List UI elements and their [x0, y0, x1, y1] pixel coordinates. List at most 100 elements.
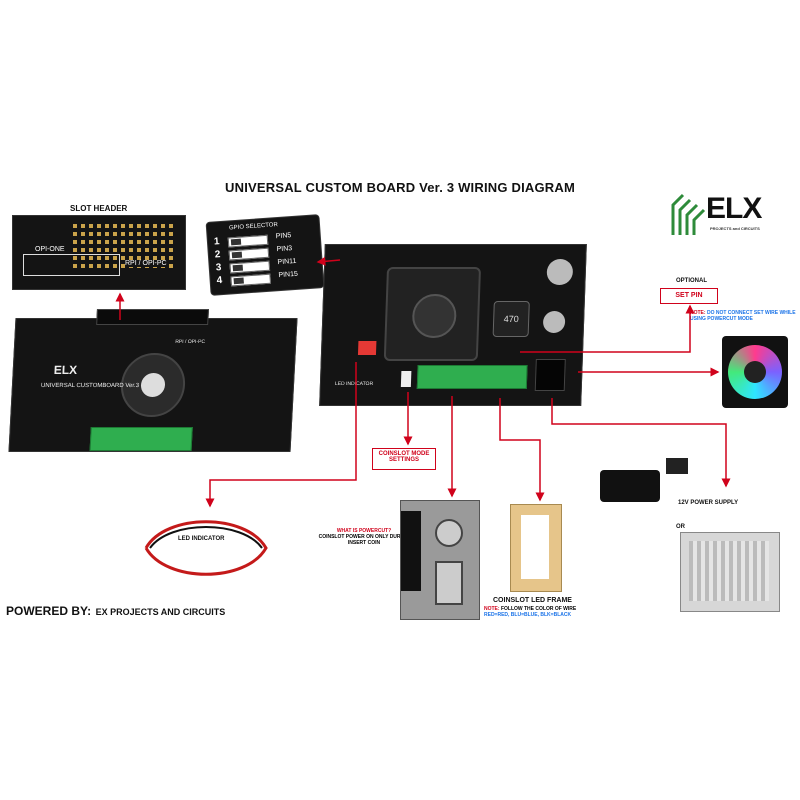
mode-switch [400, 371, 412, 387]
header-pin [145, 248, 149, 252]
left-board-rpi-label: RPI / OPI-PC [175, 339, 206, 345]
logo-text: ELX [706, 192, 762, 225]
header-pin [145, 232, 149, 236]
dip-pin-label: PIN3 [276, 245, 293, 254]
left-board-header [96, 309, 209, 325]
led-frame-note-prefix: NOTE: [484, 606, 500, 612]
led-frame-label: COINSLOT LED FRAME [493, 597, 572, 604]
header-pin [129, 248, 133, 252]
led-frame-colors: RED=RED, BLU=BLUE, BLK=BLACK [484, 612, 572, 618]
header-pin [105, 232, 109, 236]
header-pin [81, 224, 85, 228]
circuit-logo-icon [671, 193, 706, 235]
header-pin [89, 240, 93, 244]
header-pin [137, 232, 141, 236]
left-board-brand: ELX [53, 363, 78, 377]
header-pin [105, 264, 109, 268]
or-label: OR [676, 524, 685, 530]
header-pin [105, 224, 109, 228]
header-pin [169, 256, 173, 260]
main-terminal-block [416, 365, 528, 389]
powered-by-prefix: POWERED BY: [6, 604, 92, 618]
header-pin [73, 240, 77, 244]
header-pin [129, 240, 133, 244]
main-board-led-label: LED INDICATOR [334, 381, 374, 387]
header-pin [145, 224, 149, 228]
powercut-answer: COINSLOT POWER ON ONLY DURING INSERT COI… [318, 534, 410, 546]
header-pin [97, 264, 101, 268]
header-pin [121, 248, 125, 252]
dip-switch[interactable] [229, 260, 271, 274]
dip-switch[interactable] [228, 247, 270, 261]
slot-header-board: OPI-ONE RPI / OPI-PC [12, 215, 186, 290]
header-pin [169, 248, 173, 252]
power-supply-label: 12V POWER SUPPLY [678, 500, 739, 506]
header-pin [137, 256, 141, 260]
dip-number: 2 [214, 249, 221, 261]
powercut-info: WHAT IS POWERCUT? COINSLOT POWER ON ONLY… [316, 528, 412, 546]
rgb-fan-icon [722, 336, 788, 408]
header-pin [97, 224, 101, 228]
coinslot-mode-box: COINSLOT MODE SETTINGS [372, 448, 436, 470]
header-pin [169, 264, 173, 268]
header-pin [121, 240, 125, 244]
header-pin [73, 248, 77, 252]
set-pin-note: NOTE: DO NOT CONNECT SET WIRE WHILE USIN… [690, 310, 800, 322]
header-pin [153, 224, 157, 228]
header-pin [97, 232, 101, 236]
main-board: 470 LED INDICATOR [319, 244, 587, 406]
dc-jack [534, 359, 566, 391]
header-pin [81, 248, 85, 252]
dip-pin-label: PIN5 [275, 232, 292, 241]
diagram-title: UNIVERSAL CUSTOM BOARD Ver. 3 WIRING DIA… [225, 180, 575, 195]
left-board: ELX UNIVERSAL CUSTOMBOARD Ver.3 RPI / OP… [8, 309, 298, 452]
wire-led-frame [499, 398, 545, 502]
header-pin [169, 232, 173, 236]
header-pins [73, 224, 178, 279]
slot-header-label: SLOT HEADER [70, 204, 128, 213]
header-pin [89, 256, 93, 260]
header-pin [105, 248, 109, 252]
header-pin [73, 232, 77, 236]
header-pin [73, 224, 77, 228]
header-pin [113, 232, 117, 236]
header-pin [73, 264, 77, 268]
led-frame-icon [510, 504, 562, 592]
set-pin-note-text: DO NOT CONNECT SET WIRE WHILE USING POWE… [690, 310, 796, 322]
header-outline [23, 254, 120, 276]
header-pin [113, 256, 117, 260]
rpi-opi-pc-label: RPI / OPI-PC [125, 260, 167, 267]
led-indicator-label: LED INDICATOR [178, 536, 225, 542]
header-pin [121, 232, 125, 236]
header-pin [161, 240, 165, 244]
left-board-label: UNIVERSAL CUSTOMBOARD Ver.3 [40, 383, 140, 389]
header-pin [97, 240, 101, 244]
elx-logo: ELX PROJECTS and CIRCUITS [668, 190, 778, 242]
header-pin [113, 240, 117, 244]
header-pin [137, 248, 141, 252]
header-pin [81, 256, 85, 260]
header-pin [97, 248, 101, 252]
logo-subtext: PROJECTS and CIRCUITS [710, 226, 760, 231]
led-frame-note: NOTE: FOLLOW THE COLOR OF WIRE RED=RED, … [484, 606, 594, 618]
header-pin [81, 232, 85, 236]
header-pin [145, 256, 149, 260]
header-pin [161, 232, 165, 236]
main-fan-icon [383, 267, 482, 361]
gpio-selector-label: GPIO SELECTOR [228, 222, 279, 232]
dip-switch[interactable] [230, 273, 272, 287]
header-pin [89, 232, 93, 236]
dip-switch[interactable] [227, 234, 269, 248]
header-pin [81, 264, 85, 268]
header-pin [153, 248, 157, 252]
header-pin [113, 264, 117, 268]
header-pin [121, 224, 125, 228]
header-pin [161, 248, 165, 252]
dip-number: 4 [216, 275, 223, 287]
header-pin [129, 256, 133, 260]
header-pin [121, 264, 125, 268]
header-pin [105, 240, 109, 244]
header-pin [73, 256, 77, 260]
header-pin [81, 240, 85, 244]
